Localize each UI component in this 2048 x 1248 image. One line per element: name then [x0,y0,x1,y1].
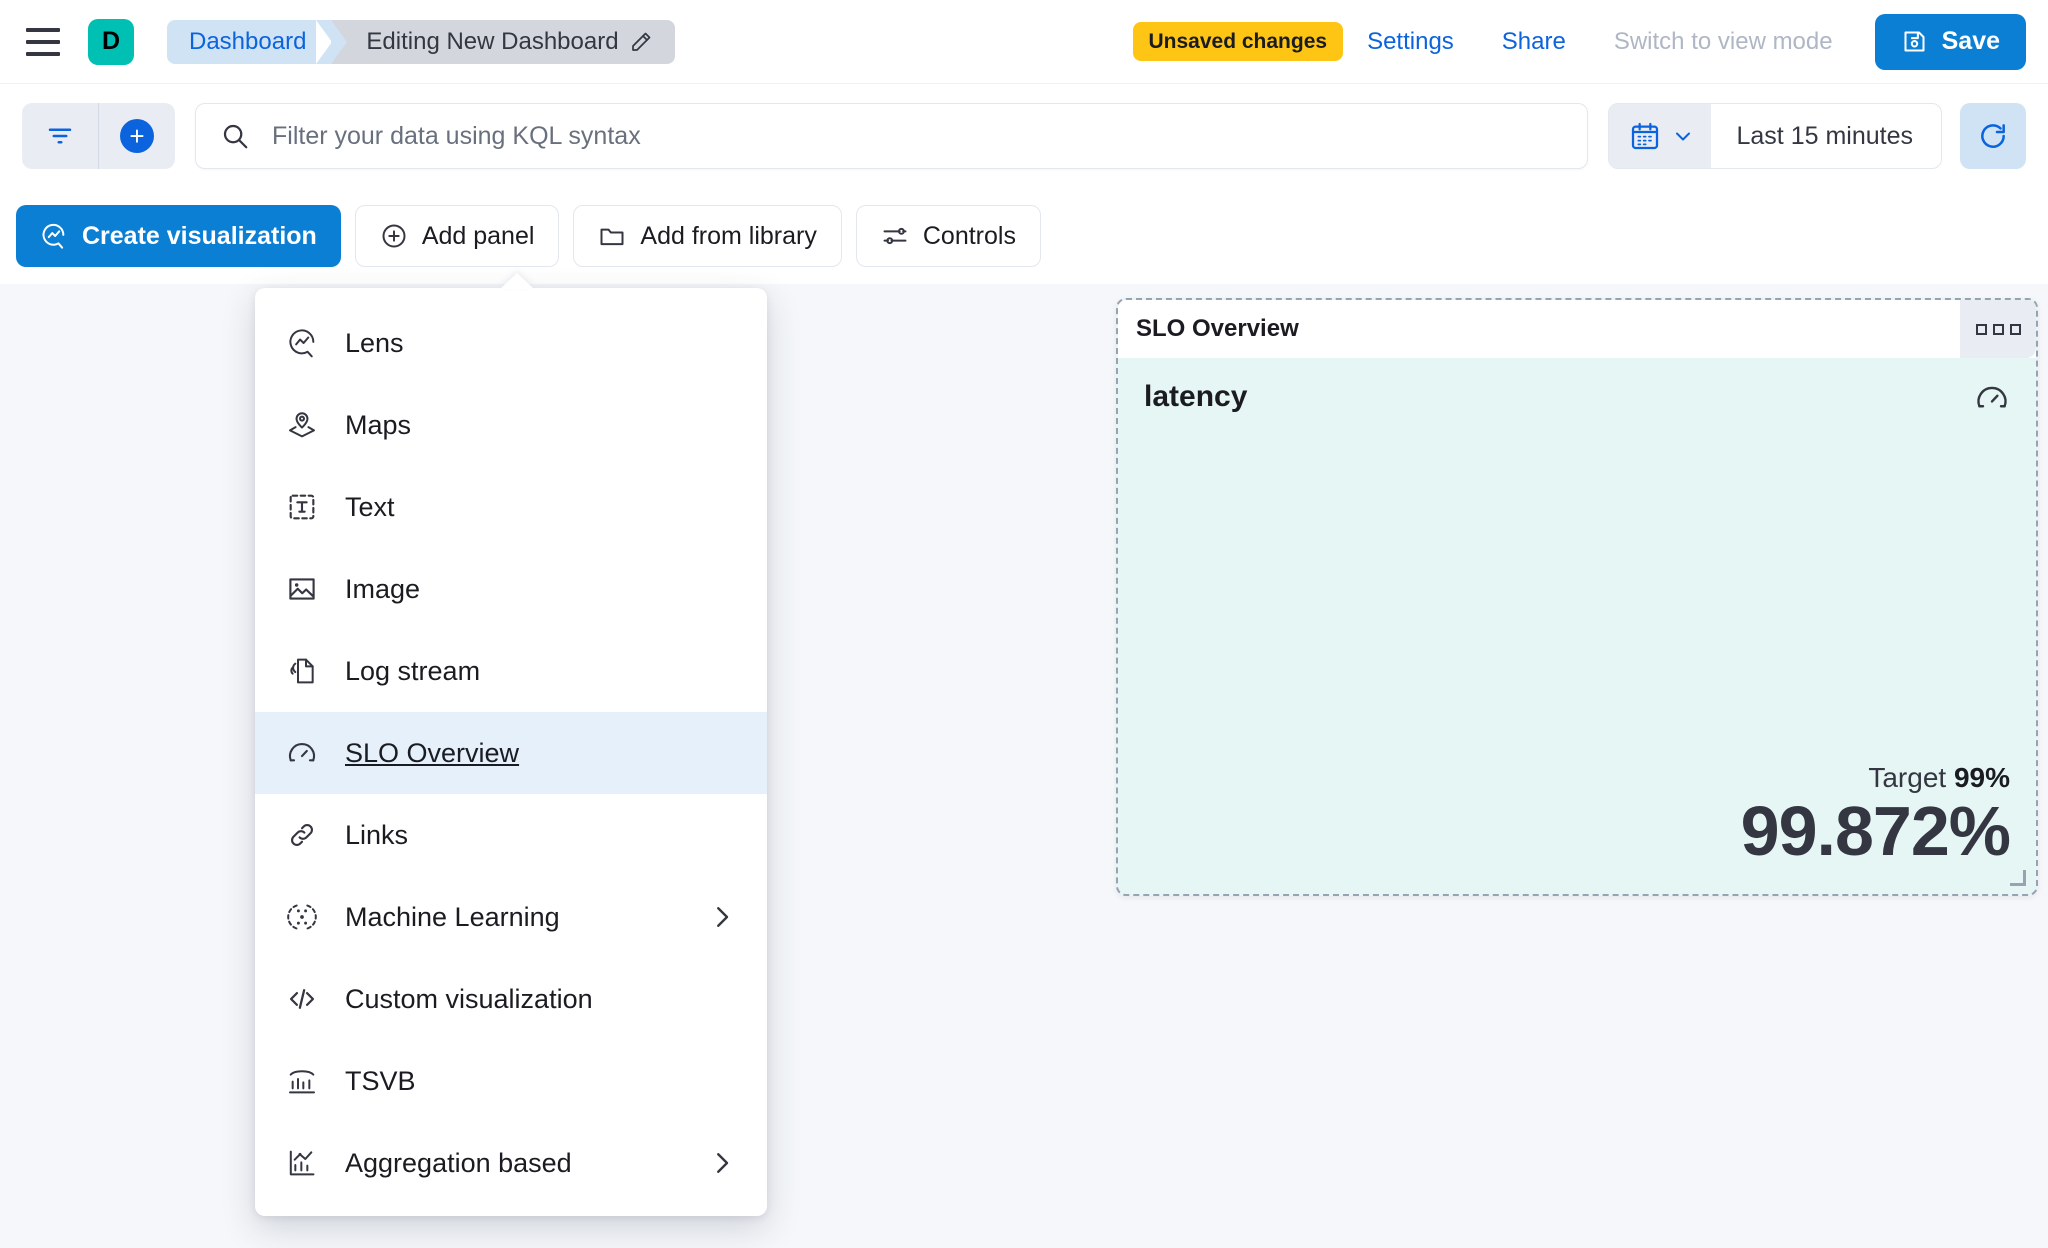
menu-item-label: Log stream [345,655,481,686]
settings-link[interactable]: Settings [1367,27,1454,55]
sliders-icon [881,222,909,250]
three-squares-icon [1992,323,2004,335]
plus-circle-outline-icon [380,222,408,250]
breadcrumb: Dashboard Editing New Dashboard [167,19,675,64]
slo-target-value: 99% [1953,762,2010,793]
dashboard-panel-slo-overview[interactable]: SLO Overview latency Target 99% [1116,298,2038,896]
filter-group: + [22,103,175,169]
menu-item-label: SLO Overview [345,737,520,768]
slo-target: Target 99% [1741,762,2010,794]
refresh-button[interactable] [1960,103,2026,169]
add-from-library-label: Add from library [640,221,817,250]
chevron-right-icon [707,1148,737,1178]
add-panel-menu: Lens Maps Text [255,273,767,1216]
log-stream-icon [285,654,319,688]
menu-item-image[interactable]: Image [255,548,767,630]
add-panel-button[interactable]: Add panel [354,205,560,267]
menu-item-tsvb[interactable]: TSVB [255,1040,767,1122]
menu-item-text[interactable]: Text [255,466,767,548]
map-pin-icon [285,408,319,442]
save-button[interactable]: Save [1874,13,2026,70]
menu-item-label: Aggregation based [345,1147,572,1178]
lens-icon [40,222,68,250]
add-from-library-button[interactable]: Add from library [573,205,842,267]
slo-metrics: Target 99% 99.872% [1740,762,2011,870]
menu-item-slo-overview[interactable]: SLO Overview [255,712,767,794]
chevron-down-icon [1671,124,1695,148]
menu-item-label: Machine Learning [345,901,560,932]
date-range-picker[interactable]: Last 15 minutes [1607,103,1942,169]
slo-current-value: 99.872% [1740,792,2011,870]
menu-item-maps[interactable]: Maps [255,384,767,466]
divider [98,103,99,169]
menu-item-label: Text [345,491,395,522]
breadcrumb-dashboard-label: Dashboard [189,27,307,55]
add-panel-label: Add panel [421,221,535,250]
search-input[interactable]: Filter your data using KQL syntax [195,103,1588,169]
tsvb-icon [285,1064,319,1098]
resize-corner-handle[interactable] [2010,870,2026,886]
menu-item-lens[interactable]: Lens [255,302,767,384]
panel-header: SLO Overview [1118,300,2036,358]
controls-button[interactable]: Controls [855,205,1041,267]
status-badge: Unsaved changes [1132,22,1344,61]
breadcrumb-current[interactable]: Editing New Dashboard [316,19,675,64]
three-squares-icon [2009,323,2021,335]
filter-icon[interactable] [22,103,98,169]
hamburger-icon[interactable] [26,27,60,56]
menu-item-links[interactable]: Links [255,794,767,876]
controls-label: Controls [922,221,1016,250]
three-squares-icon [1975,323,1987,335]
menu-item-label: Custom visualization [345,983,593,1014]
edit-toolbar: Create visualization Add panel Add from … [0,188,2048,284]
plus-circle-icon: + [120,119,154,153]
breadcrumb-dashboard[interactable]: Dashboard [167,19,348,64]
avatar[interactable]: D [88,18,134,65]
save-disk-icon [1901,28,1928,55]
image-icon [285,572,319,606]
time-range-value[interactable]: Last 15 minutes [1736,121,1914,150]
query-bar: + Filter your data using KQL syntax [0,84,2048,188]
folder-icon [598,222,626,250]
calendar-icon [1629,120,1661,152]
share-link[interactable]: Share [1501,27,1566,55]
save-button-label: Save [1941,27,2000,55]
header-actions: Unsaved changes Settings Share Switch to… [1132,13,2026,70]
agg-chart-icon [285,1146,319,1180]
menu-item-label: Maps [345,409,412,440]
chevron-right-icon [707,902,737,932]
code-icon [285,982,319,1016]
add-filter-button[interactable]: + [99,103,175,169]
menu-item-custom-visualization[interactable]: Custom visualization [255,958,767,1040]
pencil-icon[interactable] [629,30,653,54]
menu-item-label: TSVB [345,1065,416,1096]
refresh-icon [1981,124,2005,148]
search-placeholder: Filter your data using KQL syntax [272,121,641,150]
slo-name: latency [1144,380,1248,413]
panel-context-menu-button[interactable] [1960,300,2036,358]
switch-to-view-mode-link[interactable]: Switch to view mode [1613,27,1833,55]
create-visualization-label: Create visualization [82,221,317,250]
calendar-quick-select[interactable] [1608,104,1711,168]
app-header: D Dashboard Editing New Dashboard Unsave… [0,0,2048,84]
menu-item-label: Image [345,573,421,604]
popover-arrow [500,273,534,289]
link-icon [285,818,319,852]
breadcrumb-current-label: Editing New Dashboard [366,27,619,55]
menu-item-log-stream[interactable]: Log stream [255,630,767,712]
create-visualization-button[interactable]: Create visualization [16,205,341,267]
search-icon [220,121,250,151]
panel-body: latency Target 99% 99.872% [1118,358,2036,894]
text-box-icon [285,490,319,524]
panel-title: SLO Overview [1136,315,1299,342]
menu-item-label: Links [345,819,409,850]
menu-item-aggregation-based[interactable]: Aggregation based [255,1122,767,1204]
ml-icon [285,900,319,934]
gauge-icon [285,736,319,770]
menu-item-machine-learning[interactable]: Machine Learning [255,876,767,958]
menu-item-label: Lens [345,327,404,358]
slo-target-label: Target [1868,762,1947,793]
lens-icon [285,326,319,360]
gauge-icon [1974,380,2010,416]
